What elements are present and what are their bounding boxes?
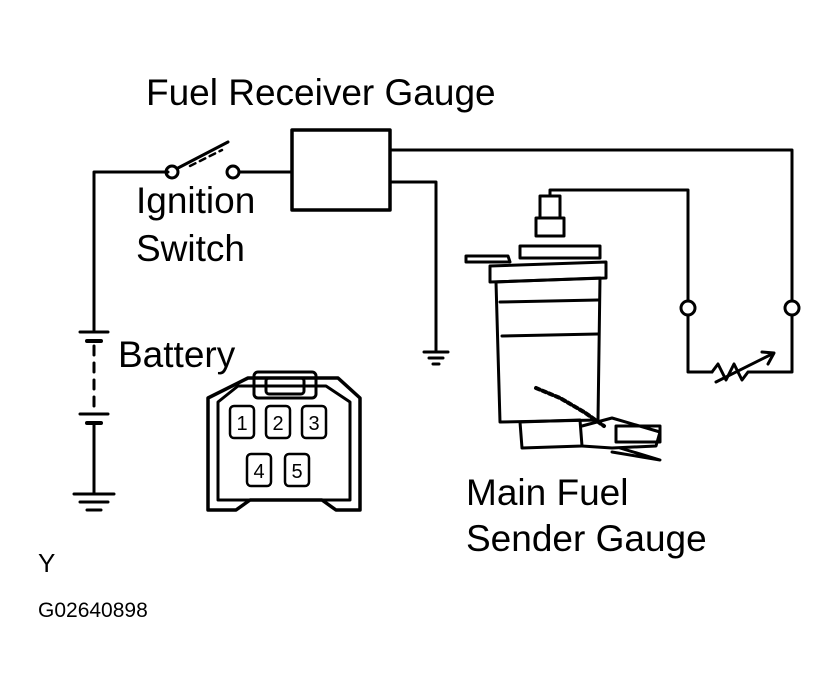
wire-resistor-loop — [686, 313, 794, 374]
connector-pin-5: 5 — [291, 461, 302, 483]
fuel-receiver-gauge-box — [290, 128, 392, 212]
ground-symbol-gauge — [422, 350, 450, 366]
wire-sender-terminal-a — [548, 188, 690, 302]
wire-battery-to-switch — [92, 170, 170, 332]
battery-label: Battery — [118, 334, 236, 375]
pin-box-5 — [283, 452, 311, 488]
pin-box-1 — [228, 404, 256, 440]
sender-assembly — [464, 194, 662, 462]
wire-gauge-to-ground — [388, 180, 438, 352]
ignition-switch-label-line2: Switch — [136, 228, 245, 269]
connector-pin-2: 2 — [272, 413, 283, 435]
wire-gauge-to-sender-loop — [388, 148, 794, 302]
main-fuel-sender-label-line2: Sender Gauge — [466, 518, 707, 559]
fuel-receiver-gauge-label: Fuel Receiver Gauge — [146, 72, 496, 113]
pin-box-4 — [245, 452, 273, 488]
main-fuel-sender-label-line1: Main Fuel — [466, 472, 629, 513]
pin-box-2 — [264, 404, 292, 440]
terminal-a — [679, 299, 697, 317]
terminal-b — [783, 299, 801, 317]
connector-pin-4: 4 — [253, 461, 264, 483]
connector-pin-3: 3 — [308, 413, 319, 435]
connector-housing — [206, 370, 362, 512]
variable-resistor-symbol — [710, 350, 776, 384]
battery-symbol — [72, 330, 116, 512]
connector-pin-1: 1 — [236, 413, 247, 435]
figure-code: G02640898 — [38, 599, 148, 622]
ignition-switch-label-line1: Ignition — [136, 180, 256, 221]
corner-letter: Y — [38, 548, 56, 578]
pin-box-3 — [300, 404, 328, 440]
ignition-switch-symbol — [164, 140, 241, 180]
